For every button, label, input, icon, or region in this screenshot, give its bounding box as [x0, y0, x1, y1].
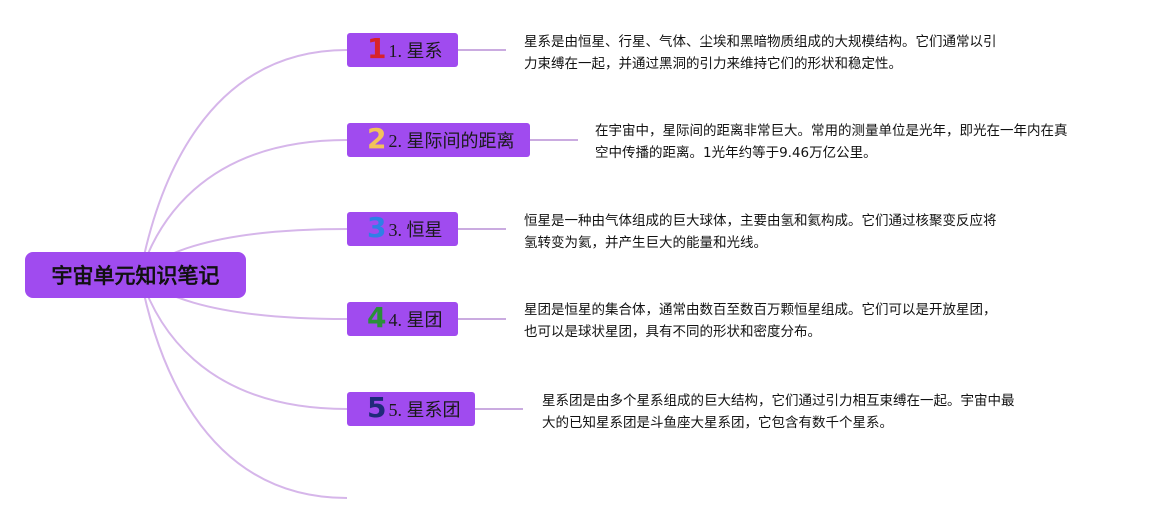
root-title: 宇宙单元知识笔记 — [51, 264, 220, 288]
topic-node-galaxy-cluster[interactable]: 5 5. 星系团 — [347, 392, 475, 426]
topic-node-interstellar-distance[interactable]: 2 2. 星际间的距离 — [347, 123, 530, 157]
topic-label: 1. 星系 — [388, 41, 443, 61]
branch-line — [139, 274, 348, 499]
topic-node-galaxy[interactable]: 1 1. 星系 — [347, 33, 458, 67]
topic-node-star-cluster[interactable]: 4 4. 星团 — [347, 302, 458, 336]
number-badge-icon: 1 — [367, 32, 387, 65]
number-badge-icon: 3 — [367, 211, 387, 244]
topic-description-star-cluster: 星团是恒星的集合体，通常由数百至数百万颗恒星组成。它们可以是开放星团， 也可以是… — [524, 302, 997, 340]
branch-line — [139, 49, 348, 276]
topic-label: 2. 星际间的距离 — [388, 131, 515, 151]
number-badge-icon: 2 — [367, 122, 387, 155]
topic-label: 5. 星系团 — [388, 400, 461, 420]
root-node[interactable]: 宇宙单元知识笔记 — [25, 252, 246, 298]
topic-node-star[interactable]: 3 3. 恒星 — [347, 212, 458, 246]
number-badge-icon: 4 — [367, 301, 387, 334]
number-badge-icon: 5 — [367, 391, 387, 424]
topic-description-galaxy-cluster: 星系团是由多个星系组成的巨大结构，它们通过引力相互束缚在一起。宇宙中最 大的已知… — [542, 393, 1015, 431]
topic-label: 4. 星团 — [388, 310, 443, 330]
topic-description-galaxy: 星系是由恒星、行星、气体、尘埃和黑暗物质组成的大规模结构。它们通常以引 力束缚在… — [524, 34, 997, 72]
topic-label: 3. 恒星 — [388, 220, 443, 240]
topic-description-interstellar-distance: 在宇宙中，星际间的距离非常巨大。常用的测量单位是光年，即光在一年内在真 空中传播… — [595, 123, 1068, 161]
topic-description-star: 恒星是一种由气体组成的巨大球体，主要由氢和氦构成。它们通过核聚变反应将 氢转变为… — [524, 213, 997, 251]
